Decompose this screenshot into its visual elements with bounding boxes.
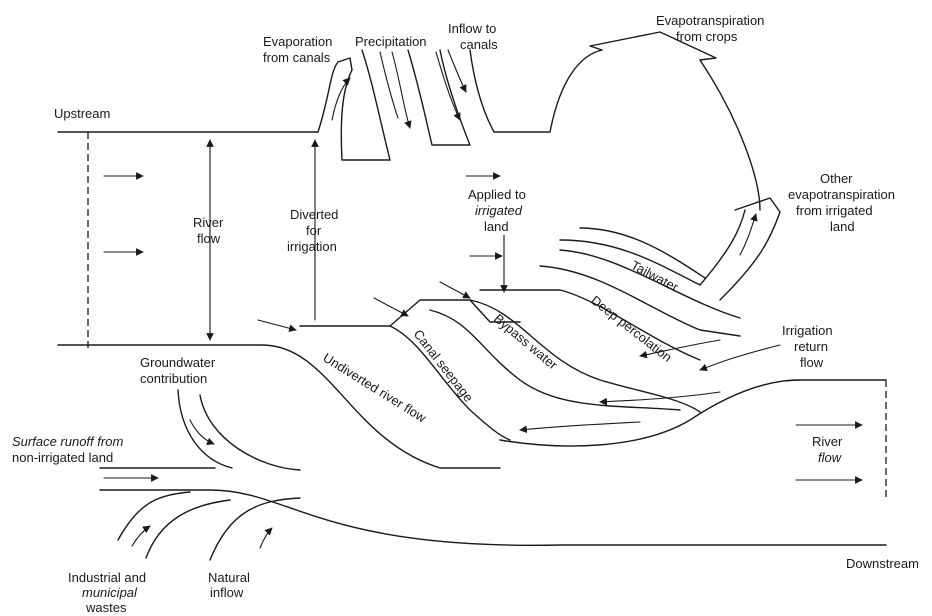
other-et-label-3: from irrigated [796,203,873,218]
applied-label-2: irrigated [475,203,523,218]
irrigation-return-label-1: Irrigation [782,323,833,338]
undiverted-river-flow-label: Undiverted river flow [320,350,429,426]
evaporation-label-2: from canals [263,50,331,65]
river-lower-bank [100,490,886,545]
tailwater-band [560,228,705,285]
river-flow-label-2: flow [197,231,221,246]
other-et-flow [700,198,780,300]
upstream-label: Upstream [54,106,110,121]
precipitation-arrow [392,52,410,128]
irrigation-return-label-2: return [794,339,828,354]
natural-label-2: inflow [210,585,244,600]
river-flow-down-label-1: River [812,434,843,449]
industrial-label-2: municipal [82,585,138,600]
applied-label-3: land [484,219,509,234]
et-crops-label-2: from crops [676,29,738,44]
other-et-label-4: land [830,219,855,234]
surface-runoff-label-1: Surface runoff from [12,434,123,449]
industrial-label-1: Industrial and [68,570,146,585]
surface-runoff-label-2: non-irrigated land [12,450,113,465]
natural-label-1: Natural [208,570,250,585]
river-flow-down-label-2: flow [818,450,843,465]
diverted-bands [258,282,520,330]
inflow-label-2: canals [460,37,498,52]
labels: Upstream Downstream Evaporation from can… [12,13,919,615]
industrial-label-3: wastes [85,600,127,615]
precipitation-flow [362,50,494,160]
canal-seepage-label: Canal seepage [411,327,477,405]
upstream-arrows [104,176,143,252]
groundwater-flow [178,390,300,470]
diverted-label-1: Diverted [290,207,338,222]
groundwater-label-1: Groundwater [140,355,216,370]
groundwater-label-2: contribution [140,371,207,386]
et-crops-label-1: Evapotranspiration [656,13,764,28]
evaporation-from-canals-flow [318,58,390,160]
diverted-label-3: irrigation [287,239,337,254]
precipitation-label: Precipitation [355,34,427,49]
natural-arrow [260,528,272,548]
other-et-label-2: evapotranspiration [788,187,895,202]
diverted-label-2: for [306,223,322,238]
et-crops-flow [494,32,760,210]
other-et-label-1: Other [820,171,853,186]
downstream-label: Downstream [846,556,919,571]
inflow-label-1: Inflow to [448,21,496,36]
evaporation-label-1: Evaporation [263,34,332,49]
inflow-to-canals-arrow-2 [448,50,466,92]
applied-label-1: Applied to [468,187,526,202]
deep-percolation-label: Deep percolation [588,293,675,365]
irrigation-return-label-3: flow [800,355,824,370]
industrial-arrow [132,526,150,546]
river-flow-label-1: River [193,215,224,230]
